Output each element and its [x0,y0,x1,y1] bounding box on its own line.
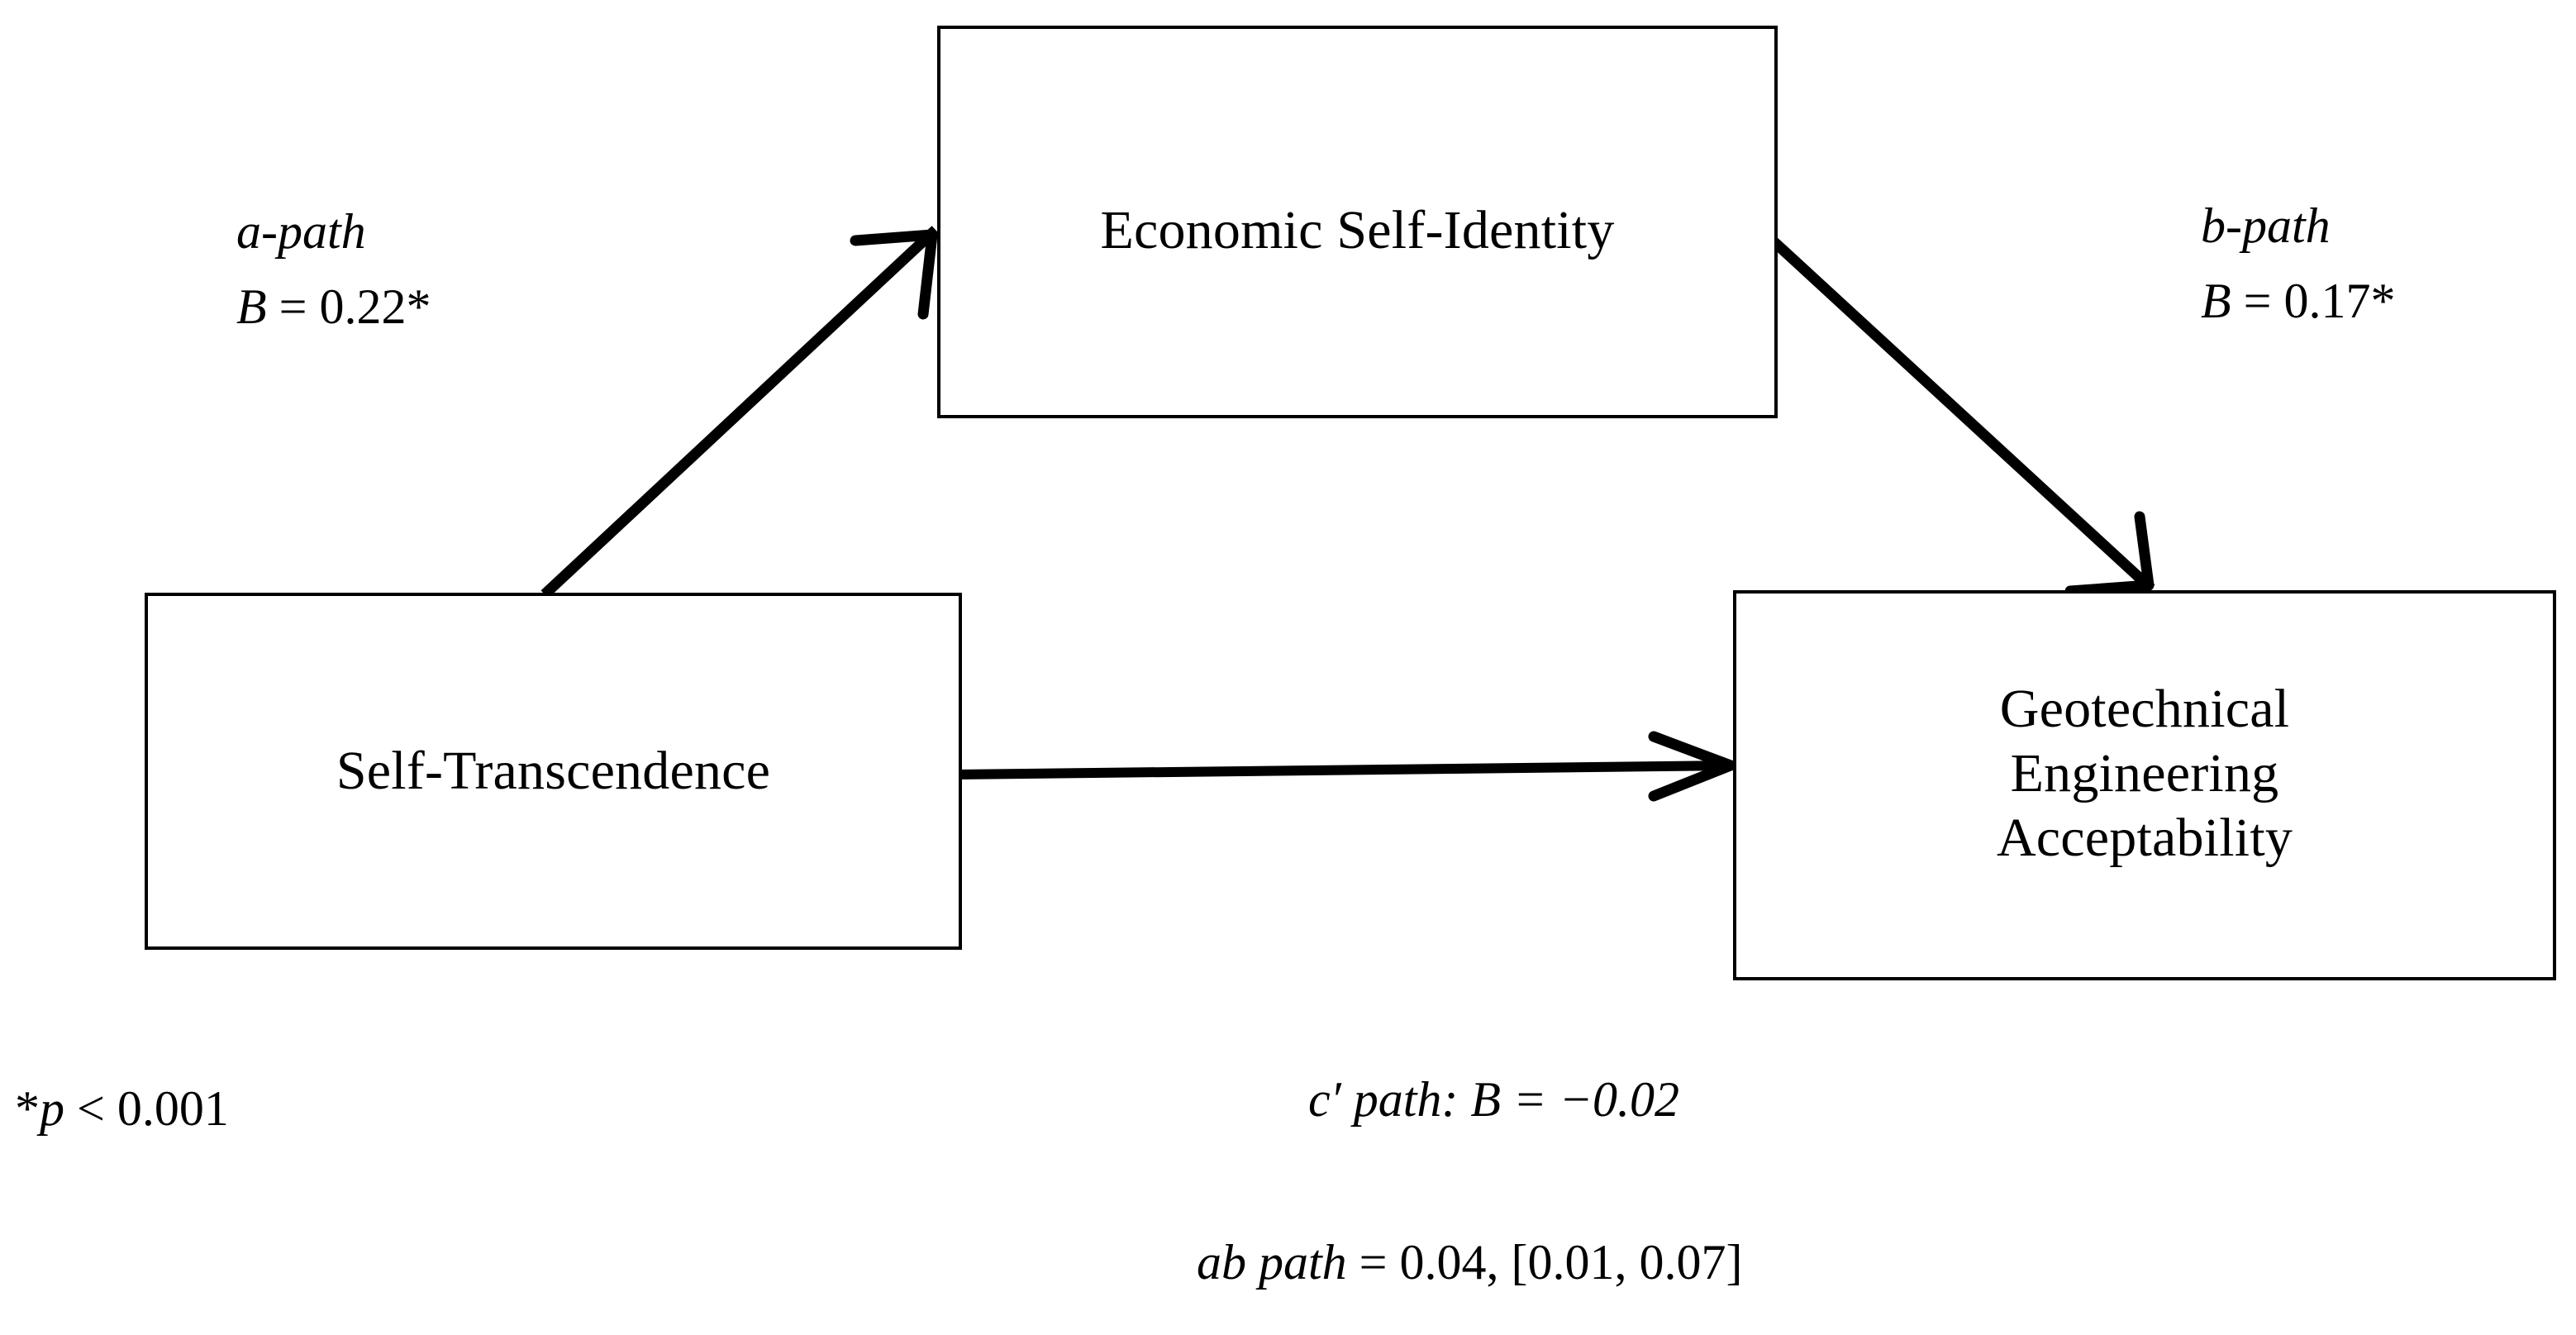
node-label-mediator: Economic Self-Identity [1100,199,1615,260]
ab-path-label: ab path [1197,1235,1347,1290]
significance-star: * [15,1081,40,1136]
b-path-coefficient-line: B = 0.17* [2201,264,2396,339]
a-path-name-line: a-path [236,194,431,269]
node-label-predictor: Self-Transcendence [336,741,771,802]
annotation-c-prime-path: c′ path: B = −0.02 [1308,1072,1680,1127]
a-path-value: 0.22* [319,279,431,335]
b-path-name-line: b-path [2201,188,2396,264]
annotation-a-path: a-path B = 0.22* [236,194,431,345]
footnote-significance: *p < 0.001 [15,1080,229,1137]
b-path-equals: = [2231,274,2284,329]
significance-threshold: < 0.001 [64,1081,229,1136]
arrow-b-path [1748,217,2155,597]
arrow-c-prime-path [955,731,1736,802]
a-path-equals: = [266,279,320,335]
b-path-coefficient-symbol: B [2201,274,2231,329]
a-path-name: a-path [236,204,366,259]
node-self-transcendence[interactable]: Self-Transcendence [145,593,962,950]
arrow-a-path [540,226,940,598]
b-path-name: b-path [2201,198,2331,253]
a-path-coefficient-symbol: B [236,279,267,335]
node-label-outcome: Geotechnical Engineering Acceptability [1996,679,2293,868]
annotation-ab-path: ab path = 0.04, [0.01, 0.07] [1197,1234,1742,1291]
ab-path-value: = 0.04, [0.01, 0.07] [1346,1235,1743,1290]
significance-p-symbol: p [40,1081,64,1136]
node-geotechnical-engineering-acceptability[interactable]: Geotechnical Engineering Acceptability [1733,590,2556,980]
b-path-value: 0.17* [2283,274,2396,329]
a-path-coefficient-line: B = 0.22* [236,269,431,345]
annotation-b-path: b-path B = 0.17* [2201,188,2396,339]
node-economic-self-identity[interactable]: Economic Self-Identity [937,26,1778,418]
